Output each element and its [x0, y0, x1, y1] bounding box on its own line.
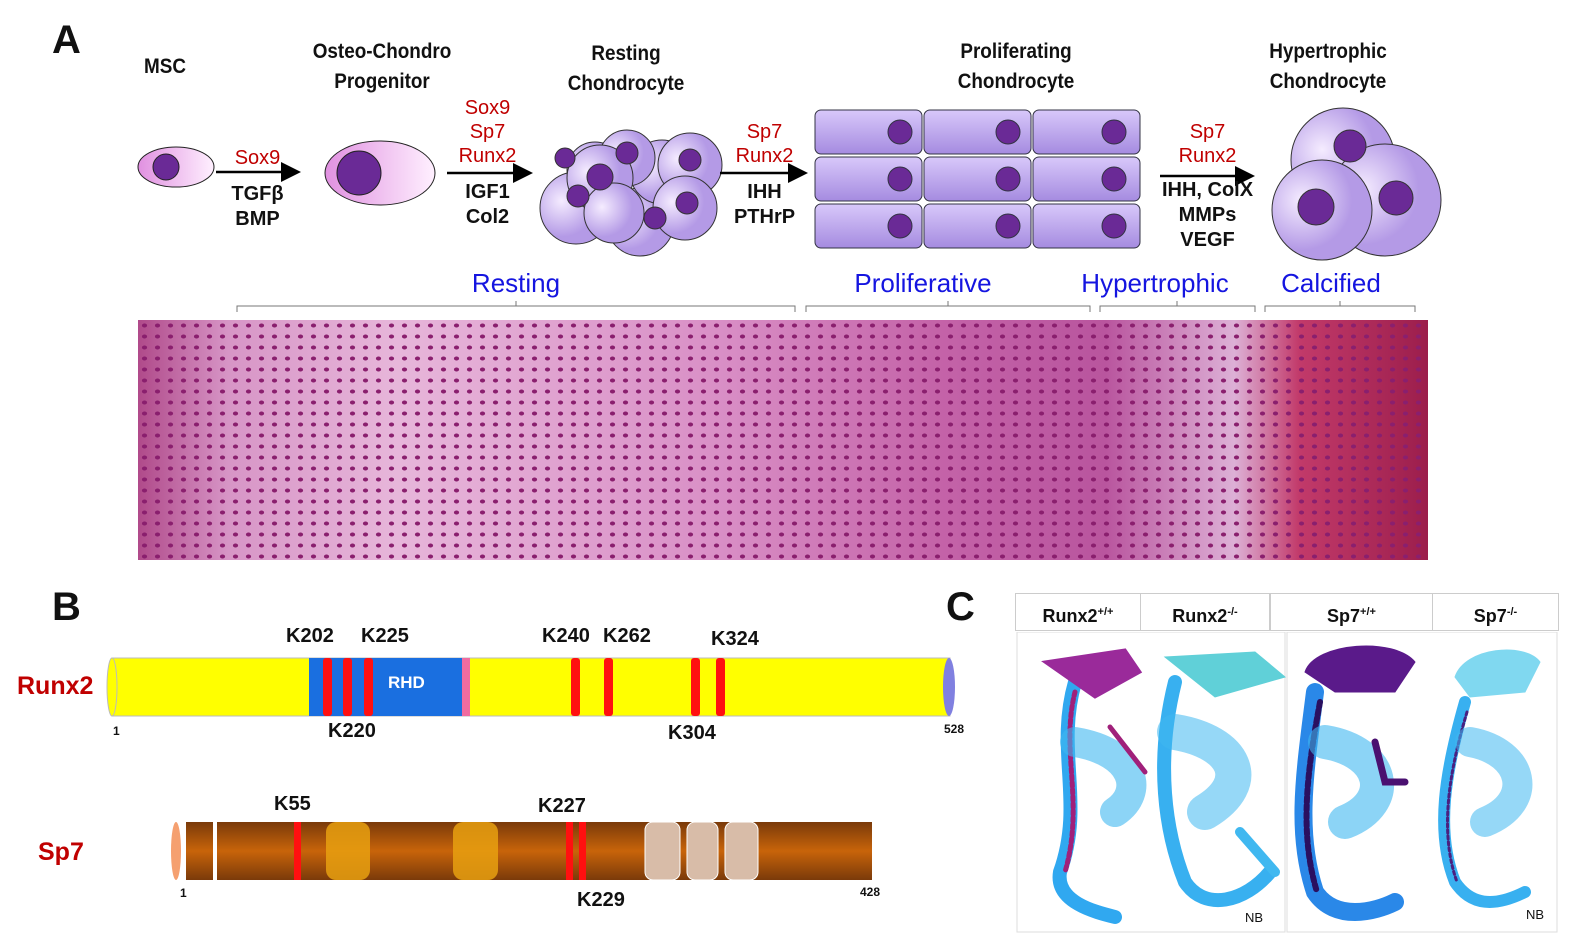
site-label: K304 — [668, 722, 716, 744]
sp7-ko-skeleton — [1438, 649, 1541, 908]
signal-label: BMP — [235, 208, 280, 230]
runx2-ko-skeleton — [1157, 651, 1287, 907]
runx2-wt-skeleton — [1041, 648, 1148, 924]
transition-4: Sp7 Runx2 IHH, ColX MMPs VEGF — [1150, 120, 1265, 253]
differentiation-diagram — [137, 107, 1442, 312]
runx2-start: 1 — [113, 724, 120, 738]
resting-chondrocyte-cluster — [539, 129, 723, 257]
sp7-wt-skeleton — [1294, 645, 1416, 921]
runx2-end: 528 — [944, 722, 965, 736]
stage-msc-title: MSC — [143, 55, 186, 78]
factor-label: Sp7 — [469, 121, 506, 143]
signal-label: IHH — [747, 181, 782, 203]
zone-label-proliferative: Proliferative — [854, 268, 992, 298]
sp7-end: 428 — [860, 885, 881, 899]
signal-label: PTHrP — [733, 206, 796, 228]
factor-label: Sp7 — [1189, 121, 1226, 143]
site-label: K262 — [603, 625, 651, 647]
site-label: K225 — [361, 625, 409, 647]
sp7-lysine-sites — [294, 822, 586, 880]
zone-brackets — [236, 301, 1416, 312]
signal-label: IGF1 — [465, 181, 510, 203]
runx2-lysine-sites — [323, 658, 725, 716]
factor-label: Runx2 — [735, 145, 794, 167]
panel-c-label: C — [946, 585, 975, 629]
hypertrophic-chondrocyte-cluster — [1271, 107, 1442, 261]
site-label: K229 — [577, 889, 625, 911]
signal-label: Col2 — [465, 206, 510, 228]
skeletal-staining-image — [1016, 632, 1558, 933]
signal-label: MMPs — [1178, 204, 1237, 226]
site-label: K227 — [538, 795, 586, 817]
panel-b-label: B — [52, 585, 81, 629]
signal-label: IHH, ColX — [1161, 179, 1254, 201]
site-label: K240 — [542, 625, 590, 647]
growth-plate-histology-image — [138, 320, 1428, 560]
site-label: K324 — [711, 628, 759, 650]
stage-label-nb: NB — [1526, 907, 1545, 922]
genotype-header: Runx2-/- — [1140, 593, 1270, 631]
rhd-label: RHD — [388, 673, 425, 692]
zone-label-resting: Resting — [471, 268, 561, 298]
site-label: K55 — [274, 793, 311, 815]
signal-label: VEGF — [1180, 229, 1235, 251]
factor-label: Sox9 — [234, 147, 281, 169]
sp7-protein-bar — [171, 821, 872, 881]
proliferating-chondrocyte-columns — [814, 109, 1141, 249]
panel-a-label: A — [52, 18, 81, 62]
runx2-protein-bar — [106, 657, 955, 717]
factor-label: Sp7 — [746, 121, 783, 143]
sp7-start: 1 — [180, 886, 187, 900]
transition-2: Sox9 Sp7 Runx2 IGF1 Col2 — [445, 96, 530, 230]
progenitor-cell — [324, 140, 436, 206]
stage-label-nb: NB — [1245, 910, 1264, 925]
protein-domain-diagram — [106, 657, 955, 881]
factor-label: Runx2 — [458, 145, 517, 167]
transition-1: Sox9 TGFβ BMP — [215, 146, 300, 232]
factor-label: Sox9 — [464, 97, 511, 119]
genotype-header: Sp7-/- — [1432, 593, 1559, 631]
sp7-label: Sp7 — [38, 838, 84, 866]
transition-3: Sp7 Runx2 IHH PTHrP — [722, 120, 807, 230]
site-label: K220 — [328, 720, 376, 742]
site-label: K202 — [286, 625, 334, 647]
signal-label: TGFβ — [231, 183, 284, 205]
runx2-label: Runx2 — [17, 672, 94, 700]
zone-label-calcified: Calcified — [1281, 268, 1381, 298]
transition-arrows — [216, 162, 1255, 186]
genotype-header: Sp7+/+ — [1270, 593, 1433, 631]
msc-cell — [137, 146, 215, 188]
genotype-header: Runx2+/+ — [1015, 593, 1141, 631]
zone-label-hypertrophic: Hypertrophic — [1081, 268, 1229, 298]
factor-label: Runx2 — [1178, 145, 1237, 167]
rhd-domain — [309, 658, 462, 716]
